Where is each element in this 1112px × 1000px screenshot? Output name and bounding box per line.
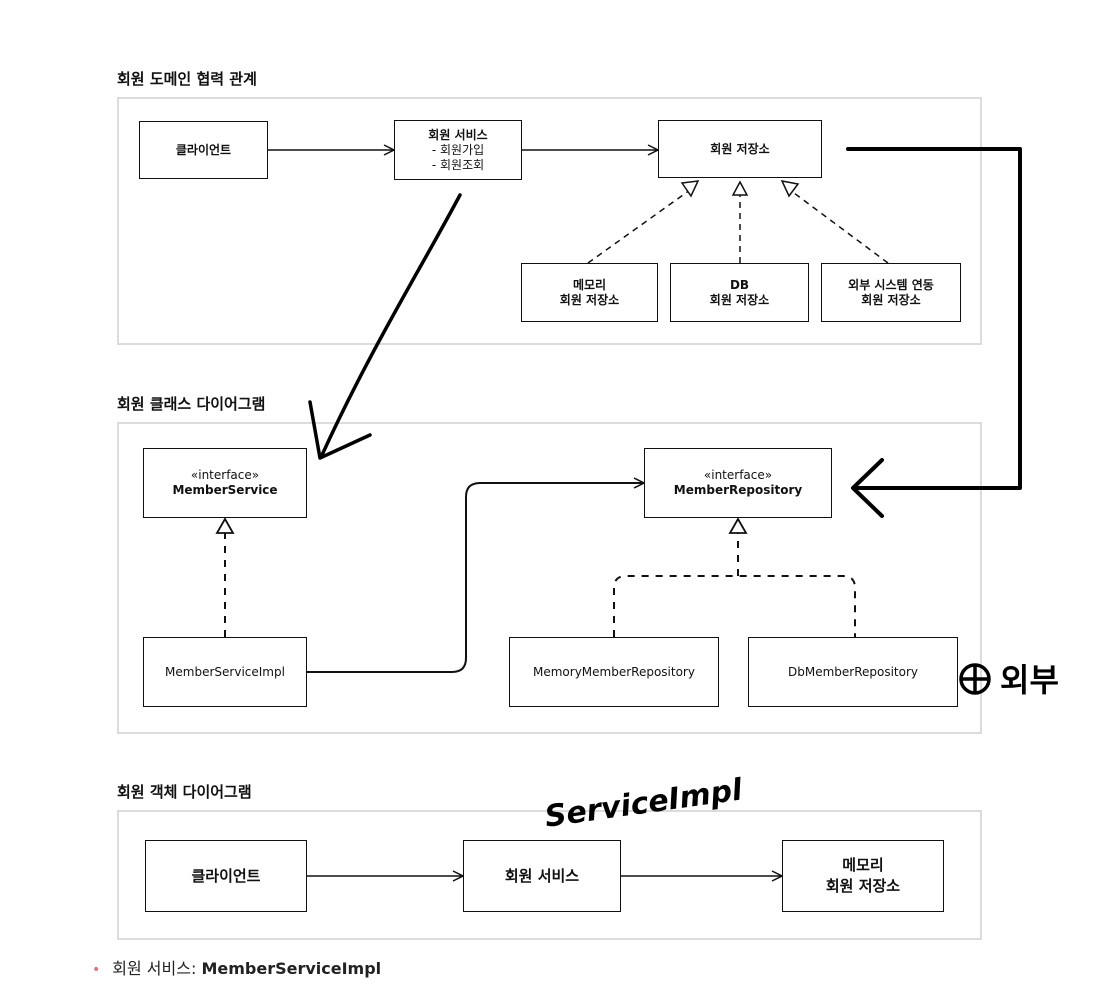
member-service-interface-name: MemberService — [172, 483, 278, 497]
db-member-repository-box: DbMemberRepository — [748, 637, 958, 707]
member-service-lookup: - 회원조회 — [431, 157, 485, 172]
memory-repository-line1: 메모리 — [572, 277, 607, 292]
object-client-label: 클라이언트 — [191, 866, 261, 885]
object-memory-line1: 메모리 — [842, 856, 884, 874]
member-service-box: 회원 서비스 - 회원가입 - 회원조회 — [394, 120, 522, 180]
circled-plus-icon — [959, 663, 991, 695]
member-service-title: 회원 서비스 — [428, 127, 488, 142]
member-repository-interface-name: MemberRepository — [673, 483, 803, 497]
realization-member-repository — [613, 517, 856, 637]
hand-arrow-service-to-interface — [308, 193, 462, 460]
db-repository-box: DB 회원 저장소 — [670, 263, 809, 322]
memory-repository-box: 메모리 회원 저장소 — [521, 263, 658, 322]
object-service-box: 회원 서비스 — [463, 840, 621, 912]
realization-db — [731, 180, 749, 263]
db-repository-line1: DB — [729, 277, 750, 292]
db-repository-line2: 회원 저장소 — [709, 292, 770, 307]
bullet-value: MemberServiceImpl — [201, 959, 382, 978]
object-service-label: 회원 서비스 — [504, 866, 580, 885]
external-repository-line1: 외부 시스템 연동 — [848, 277, 934, 292]
external-repository-box: 외부 시스템 연동 회원 저장소 — [821, 263, 961, 322]
member-repository-stereotype: «interface» — [703, 468, 773, 482]
object-memory-line2: 회원 저장소 — [825, 877, 901, 895]
realization-external — [780, 179, 889, 264]
db-member-repository-name: DbMemberRepository — [787, 664, 919, 679]
member-service-impl-name: MemberServiceImpl — [165, 664, 285, 679]
member-repository-box: 회원 저장소 — [658, 120, 822, 178]
realization-member-service — [215, 517, 235, 637]
member-service-stereotype: «interface» — [190, 468, 260, 482]
class-section-title: 회원 클래스 다이어그램 — [117, 395, 266, 413]
object-section-title: 회원 객체 다이어그램 — [117, 783, 252, 801]
member-service-impl-box: MemberServiceImpl — [143, 637, 307, 707]
memory-member-repository-box: MemoryMemberRepository — [509, 637, 719, 707]
arrow-impl-to-repository — [307, 483, 644, 673]
memory-member-repository-name: MemoryMemberRepository — [533, 664, 695, 679]
member-service-interface-box: «interface» MemberService — [143, 448, 307, 518]
client-label: 클라이언트 — [175, 142, 232, 157]
bullet-item: • 회원 서비스: MemberServiceImpl — [92, 955, 381, 979]
member-repository-interface-box: «interface» MemberRepository — [644, 448, 832, 518]
memory-repository-line2: 회원 저장소 — [559, 292, 620, 307]
hand-arrow-repository-link — [846, 147, 1022, 518]
collab-section-title: 회원 도메인 협력 관계 — [117, 70, 257, 88]
external-repository-line2: 회원 저장소 — [861, 292, 921, 307]
bullet-dot-icon: • — [92, 962, 101, 978]
external-note: 외부 — [1000, 661, 1059, 699]
object-memory-repository-box: 메모리 회원 저장소 — [782, 840, 944, 912]
member-repository-label: 회원 저장소 — [710, 141, 770, 156]
realization-memory — [587, 180, 700, 264]
bullet-label: 회원 서비스: — [112, 959, 202, 978]
client-box: 클라이언트 — [139, 121, 268, 179]
member-service-join: - 회원가입 — [431, 142, 485, 157]
object-client-box: 클라이언트 — [145, 840, 307, 912]
